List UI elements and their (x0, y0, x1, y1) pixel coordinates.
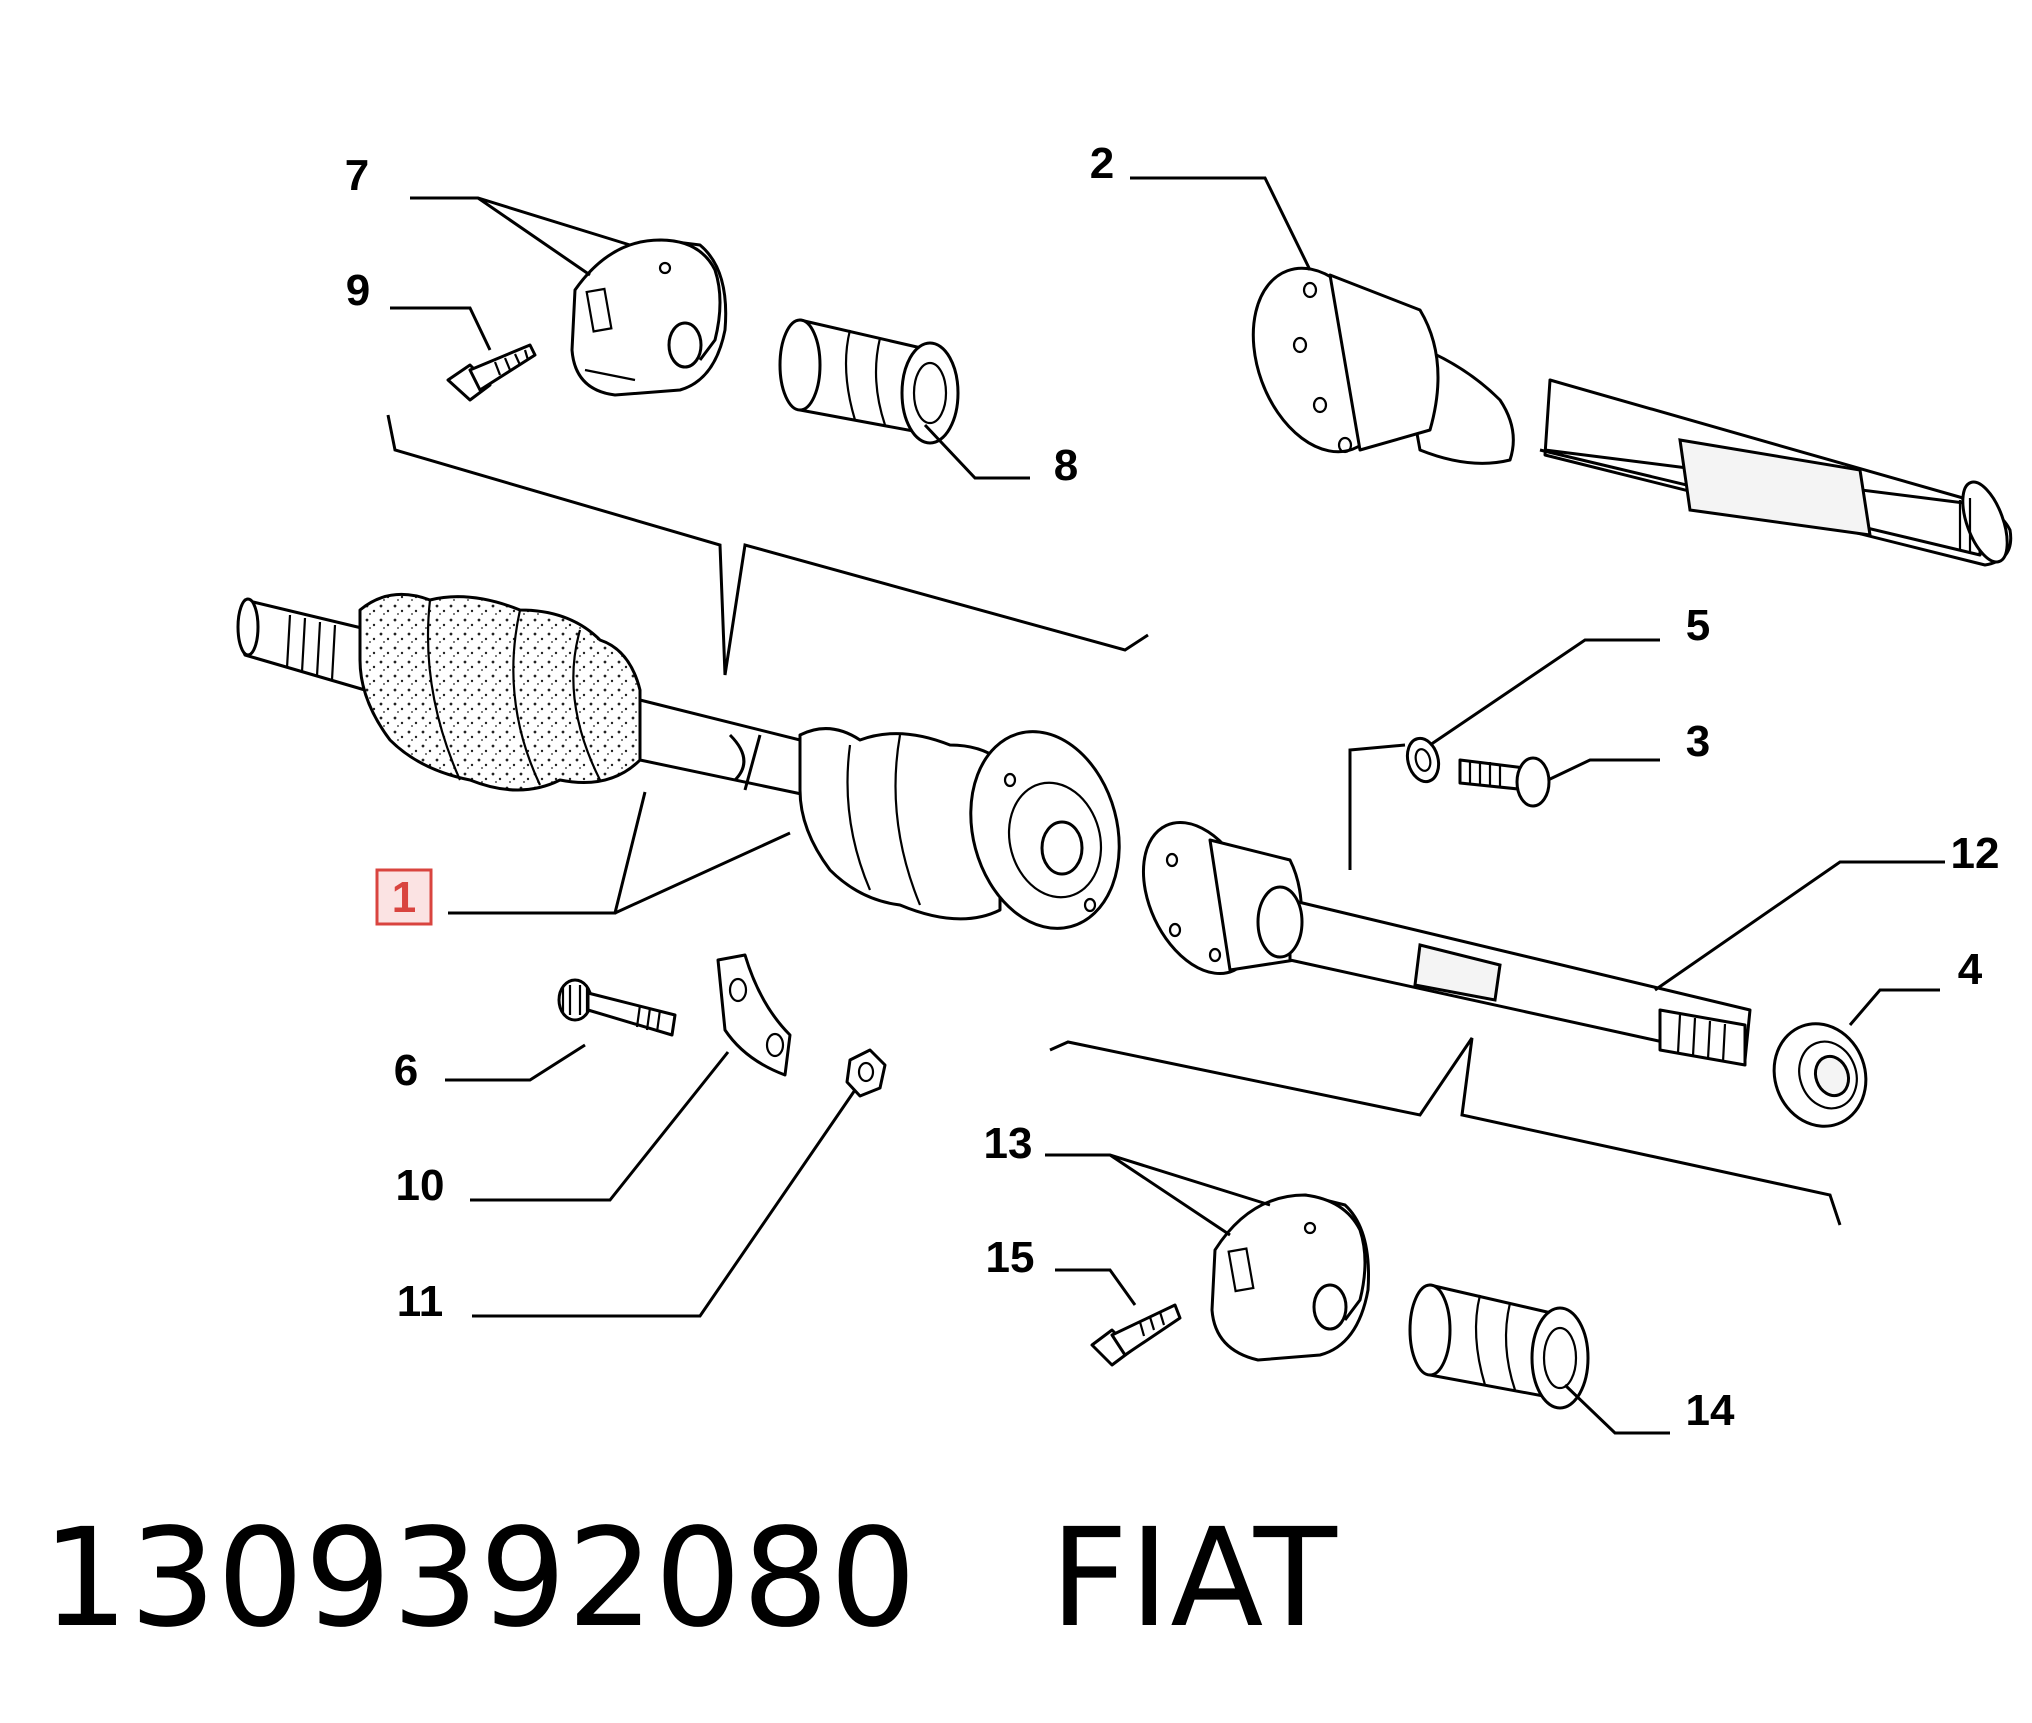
brand-name: FIAT (1049, 1500, 1338, 1658)
group-bracket-5-3 (1348, 743, 1406, 870)
group-bracket-bottom (1049, 1037, 1842, 1226)
callout-8: 8 (1054, 441, 1078, 490)
leader-1 (448, 791, 791, 915)
leader-lines (390, 176, 1945, 1435)
callout-15: 15 (986, 1233, 1035, 1282)
callout-11: 11 (397, 1277, 444, 1326)
leader-7 (410, 196, 631, 277)
leader-5 (1429, 638, 1660, 747)
callout-6: 6 (394, 1046, 418, 1095)
leader-4 (1848, 988, 1940, 1026)
leader-8 (923, 423, 1030, 480)
callout-13: 13 (984, 1119, 1033, 1168)
callout-9: 9 (346, 266, 370, 315)
callout-10: 10 (396, 1161, 445, 1210)
part-5-washer (1405, 736, 1441, 784)
part-11-nut (845, 1048, 887, 1098)
part-6-bolt (557, 978, 677, 1037)
callout-7: 7 (345, 151, 369, 200)
part-number: 1309392080 (42, 1500, 918, 1658)
part-4-seal (1772, 1022, 1868, 1128)
callout-5: 5 (1686, 601, 1710, 650)
callout-2: 2 (1090, 139, 1114, 188)
callout-12: 12 (1951, 829, 2000, 878)
part-14-bushing (1408, 1283, 1590, 1410)
leader-13 (1045, 1153, 1271, 1237)
part-7-bearing-bracket (570, 238, 728, 397)
callout-4: 4 (1958, 945, 1983, 994)
leader-3 (1547, 758, 1660, 782)
leader-2 (1130, 176, 1312, 271)
callout-3: 3 (1686, 717, 1710, 766)
leader-15 (1055, 1268, 1137, 1306)
callout-14: 14 (1686, 1386, 1735, 1435)
part-8-bushing (778, 318, 960, 445)
footer-caption: 1309392080 FIAT (42, 1500, 1338, 1658)
leader-6 (445, 1043, 586, 1082)
callout-1: 1 (392, 873, 416, 922)
part-9-bolt (446, 343, 537, 402)
part-2-shaft-with-flange (1251, 266, 2013, 567)
part-1-cv-axle-assembly (236, 592, 1121, 930)
leader-12 (1654, 860, 1945, 992)
part-13-bearing-bracket (1210, 1193, 1370, 1362)
part-10-plate (716, 953, 792, 1077)
part-12-intermediate-shaft (1141, 820, 1752, 1067)
leader-11 (472, 1089, 857, 1318)
group-bracket-top (386, 414, 1149, 676)
part-3-bolt (1458, 756, 1551, 808)
part-15-bolt (1090, 1303, 1182, 1367)
leader-10 (470, 1051, 730, 1202)
leader-9 (390, 306, 492, 351)
leader-14 (1563, 1383, 1670, 1435)
callout-1-highlight (375, 868, 433, 926)
